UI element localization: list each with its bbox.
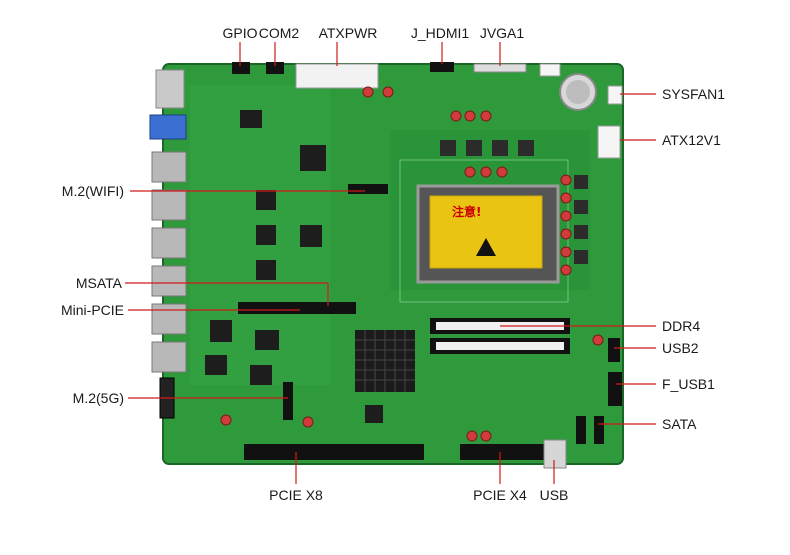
- leader-lines: [125, 42, 656, 484]
- label-usb: USB: [539, 487, 569, 503]
- label-f-usb1: F_USB1: [662, 376, 715, 392]
- msata-slot: [238, 302, 356, 314]
- f-usb1-header: [608, 372, 622, 406]
- rear-io-ports: [149, 69, 187, 419]
- label-pcie-x4: PCIE X4: [473, 487, 527, 503]
- label-atxpwr: ATXPWR: [318, 25, 378, 41]
- label-msata: MSATA: [75, 275, 122, 291]
- label-atx12v1: ATX12V1: [662, 132, 721, 148]
- label-pcie-x8: PCIE X8: [269, 487, 323, 503]
- sata-port-2: [594, 416, 604, 444]
- capacitors: [220, 86, 604, 442]
- usb2-header: [608, 338, 620, 362]
- label-sysfan1: SYSFAN1: [662, 86, 726, 102]
- heatsink: [355, 330, 415, 392]
- label-j-hdmi1: J_HDMI1: [410, 25, 470, 41]
- pcie-x4-slot: [460, 444, 544, 460]
- label-gpio: GPIO: [222, 25, 258, 41]
- socket-warning-text: 注意!: [452, 204, 481, 219]
- vrm-chokes: [440, 140, 588, 264]
- top-headers: [232, 62, 561, 89]
- m2-wifi-slot: [348, 184, 388, 194]
- label-com2: COM2: [258, 25, 300, 41]
- label-m2-5g: M.2(5G): [72, 390, 124, 406]
- cmos-battery-inner: [566, 80, 590, 104]
- label-ddr4: DDR4: [662, 318, 701, 334]
- m2-5g-slot: [283, 382, 293, 420]
- label-m2-wifi: M.2(WIFI): [61, 183, 124, 199]
- label-jvga1: JVGA1: [479, 25, 525, 41]
- pcie-x8-slot: [244, 444, 424, 460]
- atx12v-connector: [597, 125, 621, 159]
- label-sata: SATA: [662, 416, 697, 432]
- label-mini-pcie: Mini-PCIE: [60, 302, 124, 318]
- label-usb2: USB2: [662, 340, 699, 356]
- usb-port: [543, 439, 567, 469]
- ic-chips: [205, 110, 383, 423]
- sysfan-connector: [607, 85, 623, 105]
- sata-port-1: [576, 416, 586, 444]
